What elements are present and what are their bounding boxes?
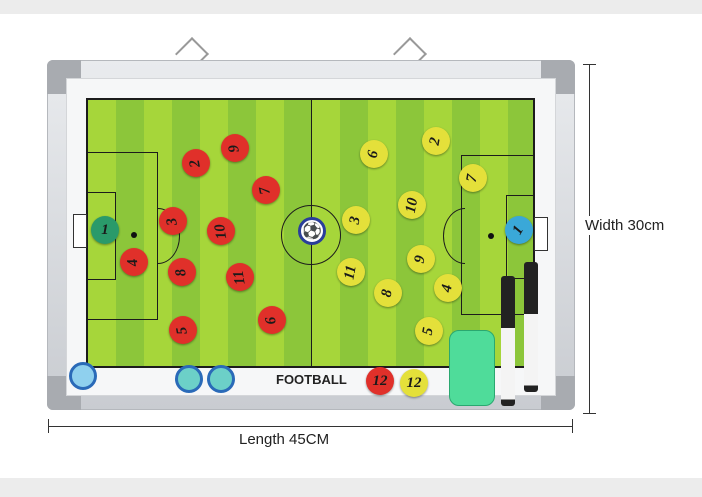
red-player-magnet[interactable]: 7	[252, 176, 280, 204]
red-player-magnet[interactable]: 10	[207, 217, 235, 245]
yellow-player-magnet[interactable]: 8	[374, 279, 402, 307]
magnet-number: 7	[463, 172, 482, 183]
red-goalkeeper-magnet[interactable]: 1	[91, 216, 119, 244]
yellow-player-magnet[interactable]: 9	[407, 245, 435, 273]
yellow-player-magnet[interactable]: 10	[398, 191, 426, 219]
board-label: FOOTBALL	[276, 372, 347, 387]
red-player-magnet[interactable]: 5	[169, 316, 197, 344]
yellow-player-magnet[interactable]: 3	[342, 206, 370, 234]
magnet-number: 2	[186, 158, 205, 169]
penalty-spot	[488, 233, 494, 239]
top-band	[0, 0, 702, 14]
magnet-number: 5	[419, 325, 438, 336]
magnet-number: 9	[225, 143, 244, 154]
eraser[interactable]	[449, 330, 495, 406]
dimension-tick	[572, 419, 573, 433]
penalty-box-left	[88, 152, 158, 320]
magnet-number: 7	[256, 185, 275, 196]
magnet-number: 8	[172, 267, 191, 278]
yellow-player-magnet[interactable]: 7	[459, 164, 487, 192]
magnet-number: 3	[163, 216, 182, 227]
magnet-number: 12	[406, 374, 422, 391]
magnet-number: 1	[101, 221, 109, 238]
yellow-goalkeeper-magnet[interactable]: 1	[505, 216, 533, 244]
red-player-magnet[interactable]: 4	[120, 248, 148, 276]
dimension-tick	[583, 64, 596, 65]
magnet-number: 5	[173, 325, 192, 336]
width-label: Width 30cm	[585, 216, 665, 235]
whistle-magnet[interactable]	[207, 365, 235, 393]
center-circle	[281, 205, 341, 265]
dimension-tick	[48, 419, 49, 433]
red-player-magnet[interactable]: 8	[168, 258, 196, 286]
marker-pen[interactable]	[501, 276, 515, 406]
red-player-magnet[interactable]: 9	[221, 134, 249, 162]
yellow-player-magnet[interactable]: 6	[360, 140, 388, 168]
magnet-number: 10	[402, 196, 421, 214]
yellow-player-magnet[interactable]: 11	[337, 258, 365, 286]
red-player-magnet[interactable]: 3	[159, 207, 187, 235]
referee-magnet[interactable]	[69, 362, 97, 390]
magnet-number: 4	[124, 257, 143, 268]
magnet-number: 10	[211, 222, 230, 240]
magnet-number: 3	[346, 214, 365, 225]
goal-net-right	[534, 217, 548, 251]
magnet-number: 6	[364, 148, 383, 159]
red-player-magnet[interactable]: 6	[258, 306, 286, 334]
magnet-number: 8	[378, 287, 397, 298]
yellow-player-magnet[interactable]: 4	[434, 274, 462, 302]
red-player-magnet[interactable]: 2	[182, 149, 210, 177]
length-dimension-line	[48, 426, 573, 427]
dimension-tick	[583, 413, 596, 414]
whistle-magnet[interactable]	[175, 365, 203, 393]
penalty-spot	[131, 232, 137, 238]
magnet-number: 2	[426, 135, 445, 146]
goal-net-left	[73, 214, 87, 248]
width-dimension-line	[589, 64, 590, 414]
yellow-player-magnet[interactable]: 2	[422, 127, 450, 155]
magnet-number: 12	[372, 372, 388, 389]
ball-magnet[interactable]: ⚽	[298, 217, 326, 245]
magnet-number: 1	[509, 222, 528, 237]
magnet-number: 6	[262, 315, 281, 326]
football-pitch	[86, 98, 535, 368]
red-player-magnet[interactable]: 11	[226, 263, 254, 291]
magnet-number: 4	[438, 282, 457, 293]
marker-pen[interactable]	[524, 262, 538, 392]
bottom-band	[0, 478, 702, 497]
soccer-ball-icon: ⚽	[302, 223, 322, 240]
red-substitute-magnet[interactable]: 12	[366, 367, 394, 395]
length-label: Length 45CM	[239, 431, 330, 448]
magnet-number: 11	[230, 268, 249, 286]
magnet-number: 11	[341, 263, 360, 281]
yellow-substitute-magnet[interactable]: 12	[400, 369, 428, 397]
yellow-player-magnet[interactable]: 5	[415, 317, 443, 345]
magnet-number: 9	[411, 253, 430, 264]
